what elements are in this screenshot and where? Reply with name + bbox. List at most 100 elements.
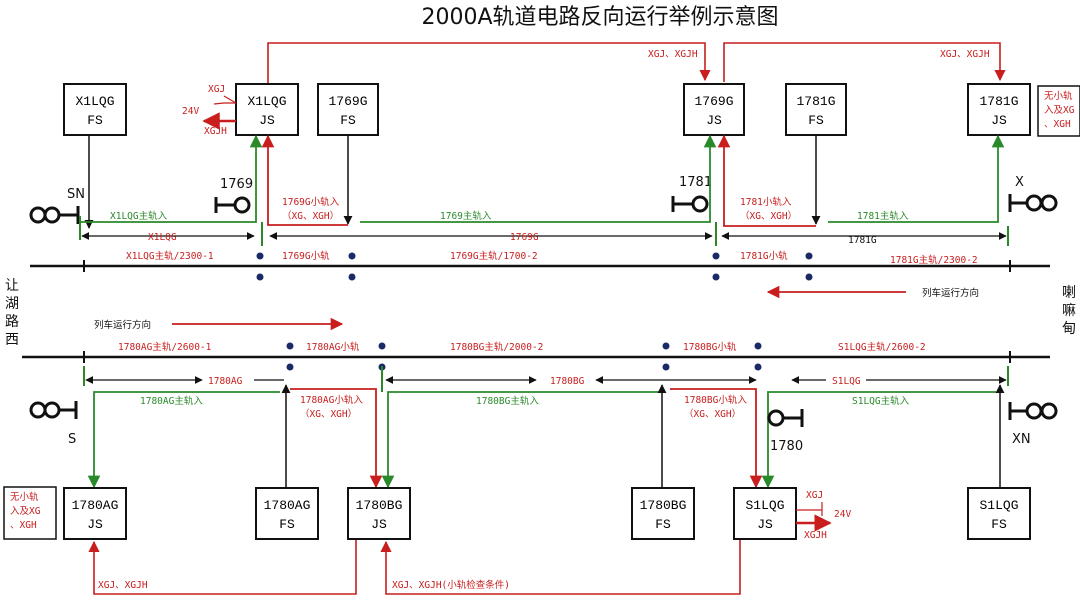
box-line: 1780BG: [640, 498, 687, 513]
red-small-in-1769g: [261, 134, 348, 226]
top-xgj-wire: [223, 95, 237, 104]
left-station-char: 湖: [5, 296, 19, 312]
bottom-xgj-label-2: XGJ、XGJH(小轨检查条件): [392, 579, 510, 591]
box-1780bg-js: 1780BG JS: [347, 487, 411, 540]
label-track-1780ag-small: 1780AG小轨: [306, 341, 360, 353]
right-station-char: 喇: [1062, 285, 1076, 301]
label-sec-1781g: 1781G: [848, 235, 877, 246]
bottom-insulation-dots: [286, 342, 762, 371]
red-small-in-1780bg: [670, 388, 763, 489]
signal-1781: [671, 195, 709, 213]
left-station-char: 让: [5, 278, 19, 294]
box-line: JS: [706, 113, 722, 128]
box-line: 1769G: [694, 94, 733, 109]
top-xgjh-label: XGJH: [204, 126, 227, 137]
label-main-in-x1lqg: X1LQG主轨入: [110, 210, 168, 222]
left-station-label: 让 湖 路 西: [5, 278, 19, 348]
green-main-in-1769: [360, 134, 717, 223]
box-line: 无小轨: [1044, 90, 1073, 102]
signal-1780-label: 1780: [770, 439, 803, 454]
box-1780ag-js: 1780AG JS: [63, 487, 127, 540]
box-line: FS: [87, 113, 103, 128]
label-small-in-1780ag-2: （XG、XGH）: [300, 408, 357, 420]
signal-s-label: S: [68, 432, 76, 447]
box-1769g-fs: 1769G FS: [317, 83, 379, 136]
label-small-in-1780bg-2: （XG、XGH）: [684, 408, 741, 420]
top-xgj-small: XGJ: [208, 84, 225, 95]
right-station-label: 喇 嘛 甸: [1062, 285, 1076, 337]
label-main-in-1781: 1781主轨入: [857, 210, 909, 222]
right-station-char: 嘛: [1062, 303, 1076, 319]
label-track-1781g-small: 1781G小轨: [740, 250, 788, 262]
box-x1lqg-js: X1LQG JS: [235, 83, 299, 136]
box-line: 1781G: [796, 94, 835, 109]
right-station-char: 甸: [1062, 321, 1076, 337]
box-line: 、XGH: [10, 520, 37, 531]
bottom-xgj-small: XGJ: [806, 490, 823, 501]
left-station-char: 路: [5, 314, 19, 330]
signal-sn-label: SN: [67, 187, 85, 202]
box-line: 入及XG: [10, 506, 41, 517]
bottom-red-wire-2: [380, 540, 741, 595]
box-line: 入及XG: [1044, 105, 1075, 116]
box-line: 1780BG: [356, 498, 403, 513]
box-1781g-js: 1781G JS: [967, 83, 1031, 136]
top-direction-label: 列车运行方向: [922, 287, 979, 299]
box-line: 1781G: [979, 94, 1018, 109]
bottom-xgj-label-1: XGJ、XGJH: [98, 580, 148, 591]
box-line: JS: [371, 517, 387, 532]
box-line: JS: [259, 113, 275, 128]
box-line: S1LQG: [745, 498, 784, 513]
label-main-in-1780ag: 1780AG主轨入: [140, 395, 203, 407]
label-main-in-s1lqg: S1LQG主轨入: [852, 395, 910, 407]
box-no-small-rail-top: 无小轨 入及XG 、XGH: [1037, 85, 1080, 137]
box-x1lqg-fs: X1LQG FS: [63, 83, 127, 136]
box-line: JS: [757, 517, 773, 532]
box-line: 、XGH: [1044, 119, 1071, 130]
box-s1lqg-fs: S1LQG FS: [967, 487, 1031, 540]
box-no-small-rail-bottom: 无小轨 入及XG 、XGH: [3, 486, 57, 540]
signal-1769: [214, 196, 251, 214]
box-line: 无小轨: [10, 491, 39, 503]
label-sec-1780ag: 1780AG: [208, 376, 243, 387]
label-track-1780bg-small: 1780BG小轨: [683, 341, 737, 353]
signal-x-label: X: [1015, 175, 1024, 190]
red-small-in-1781g: [717, 134, 816, 227]
box-1780bg-fs: 1780BG FS: [631, 487, 695, 540]
signal-1781-label: 1781: [679, 175, 712, 190]
label-small-in-1780bg: 1780BG小轨入: [684, 394, 747, 406]
box-line: X1LQG: [75, 94, 114, 109]
green-main-in-s1lqg: [761, 391, 996, 489]
box-s1lqg-js: S1LQG JS: [733, 487, 797, 540]
box-line: FS: [655, 517, 671, 532]
box-line: S1LQG: [979, 498, 1018, 513]
label-sec-x1lqg: X1LQG: [148, 232, 177, 243]
label-small-in-1780ag: 1780AG小轨入: [300, 394, 363, 406]
label-sec-1769g: 1769G: [510, 232, 539, 243]
label-sec-s1lqg: S1LQG: [832, 376, 861, 387]
top-xgj-label-2: XGJ、XGJH: [940, 49, 990, 60]
signal-xn-label: XN: [1012, 432, 1031, 447]
top-24v-wire: [213, 102, 236, 105]
bottom-24v-label: 24V: [834, 509, 851, 520]
label-sec-1780bg: 1780BG: [550, 376, 585, 387]
bottom-xgjh-label: XGJH: [804, 530, 827, 541]
box-1781g-fs: 1781G FS: [785, 83, 847, 136]
box-line: 1780AG: [264, 498, 311, 513]
box-1769g-js: 1769G JS: [683, 83, 745, 136]
label-main-in-1780bg: 1780BG主轨入: [476, 395, 539, 407]
signal-x: [1008, 194, 1058, 212]
label-track-1769g-small: 1769G小轨: [282, 250, 330, 262]
label-small-in-1769g: 1769G小轨入: [282, 196, 340, 208]
label-track-x1lqg-main: X1LQG主轨/2300-1: [126, 250, 214, 262]
box-line: JS: [87, 517, 103, 532]
signal-sn: [29, 206, 80, 224]
box-1780ag-fs: 1780AG FS: [255, 487, 319, 540]
top-red-wire-2: [723, 42, 1006, 82]
box-line: FS: [279, 517, 295, 532]
label-main-in-1769: 1769主轨入: [440, 210, 492, 222]
box-line: FS: [991, 517, 1007, 532]
bottom-direction-label: 列车运行方向: [94, 319, 151, 331]
box-line: 1780AG: [72, 498, 119, 513]
